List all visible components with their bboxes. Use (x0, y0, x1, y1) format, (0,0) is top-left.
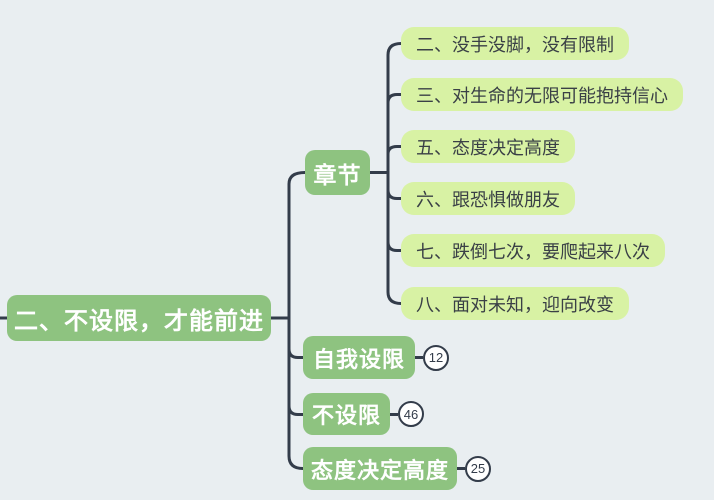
badge-connector-line (390, 412, 398, 416)
collapsed-count-badge[interactable]: 12 (423, 344, 449, 371)
node-chapter-child-4[interactable]: 六、跟恐惧做朋友 (401, 182, 575, 215)
topic-row-self-limit: 自我设限 12 (303, 336, 449, 379)
node-chapter-child-3[interactable]: 五、态度决定高度 (401, 130, 575, 163)
connector-child-5 (386, 240, 403, 252)
topic-row-attitude: 态度决定高度 25 (303, 447, 491, 490)
badge-connector-line (457, 467, 465, 470)
badge-connector-line (415, 356, 423, 359)
node-chapter[interactable]: 章节 (305, 150, 370, 195)
node-chapter-child-6[interactable]: 八、面对未知，迎向改变 (401, 287, 629, 320)
node-chapter-child-1[interactable]: 二、没手没脚，没有限制 (401, 27, 629, 60)
connector-left-spine (287, 171, 307, 470)
node-chapter-child-2[interactable]: 三、对生命的无限可能抱持信心 (401, 78, 683, 111)
node-root[interactable]: 二、不设限，才能前进 (7, 295, 271, 341)
collapsed-count-badge[interactable]: 46 (398, 401, 424, 427)
connector-child-3 (386, 145, 403, 156)
connector-child-2 (386, 93, 403, 105)
node-self-limit[interactable]: 自我设限 (303, 336, 415, 379)
connector-child-4 (386, 188, 403, 200)
connector-topic-1 (287, 347, 305, 359)
connector-right-spine (386, 42, 403, 305)
collapsed-count-badge[interactable]: 25 (465, 455, 491, 482)
topic-row-no-limit: 不设限 46 (303, 393, 424, 435)
connector-topic-2 (287, 404, 305, 416)
node-no-limit[interactable]: 不设限 (303, 393, 390, 435)
node-chapter-child-5[interactable]: 七、跌倒七次，要爬起来八次 (401, 234, 665, 267)
node-attitude[interactable]: 态度决定高度 (303, 447, 457, 490)
